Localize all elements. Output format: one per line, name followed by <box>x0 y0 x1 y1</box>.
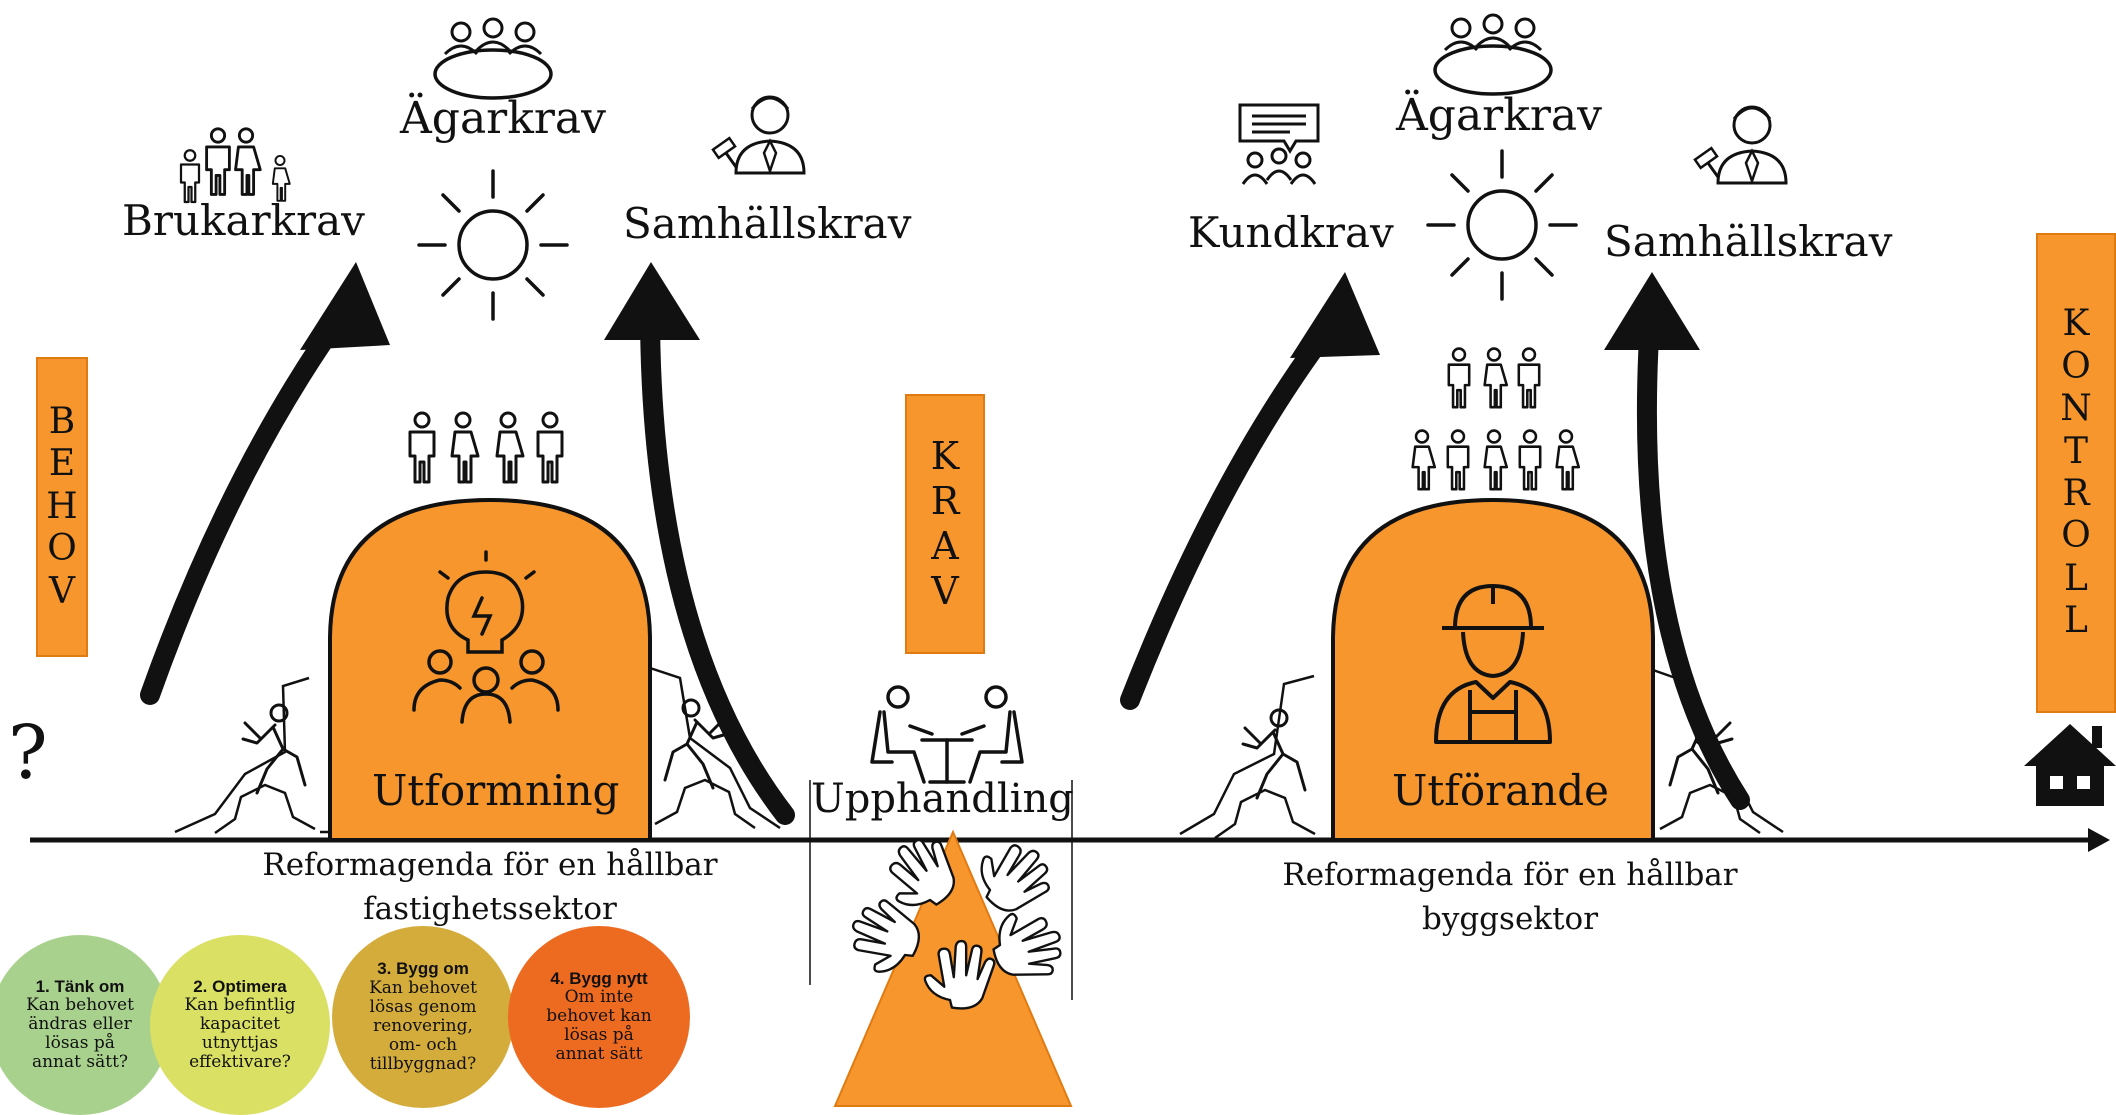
requirement-arrows-right <box>1120 310 1750 810</box>
step-circle-build-new: 4. Bygg nytt Om inte behovet kan lösas p… <box>508 926 690 1108</box>
label-user-requirements: Brukarkrav <box>122 196 365 245</box>
step-description: Kan behovet ändras eller lösas på annat … <box>10 996 150 1072</box>
behov-letter: H <box>46 485 78 527</box>
behov-letter: V <box>49 570 75 612</box>
step-title: 2. Optimera <box>193 976 287 996</box>
step-title: 1. Tänk om <box>35 976 125 996</box>
kontroll-letter: N <box>2060 388 2092 430</box>
label-owner-requirements-left: Ägarkrav <box>400 93 606 144</box>
step-line: ändras eller <box>28 1014 132 1035</box>
kontroll-letter: R <box>2062 473 2090 514</box>
arrowhead-right-1 <box>1290 272 1380 358</box>
phase-label-procurement: Upphandling <box>811 776 1074 822</box>
sun-icon <box>1426 149 1578 301</box>
krav-letter: A <box>931 524 959 568</box>
lightbulb-team-icon <box>412 550 560 724</box>
arrowhead-left-2 <box>604 262 700 340</box>
step-circle-optimize: 2. Optimera Kan befintlig kapacitet utny… <box>150 935 330 1115</box>
requirement-arrows-left <box>140 300 795 825</box>
step-circle-rebuild: 3. Bygg om Kan behovet lösas genom renov… <box>332 926 514 1108</box>
reform-agenda-construction: Reformagenda för en hållbar byggsektor <box>1240 853 1780 941</box>
kontroll-letter: T <box>2063 430 2088 472</box>
rock-outlines <box>174 666 1784 836</box>
label-society-requirements-left: Samhällskrav <box>623 199 912 248</box>
arrowhead-right-2 <box>1604 272 1700 350</box>
step-line: annat sätt? <box>31 1052 129 1073</box>
step-description: Kan behovet lösas genom renovering, om- … <box>353 977 493 1074</box>
step-line: kapacitet <box>199 1014 281 1035</box>
step-line: Kan befintlig <box>184 995 296 1016</box>
krav-box: K R A V <box>905 394 985 654</box>
krav-letter: K <box>930 434 960 479</box>
step-line: Kan behovet <box>26 995 134 1016</box>
behov-letter: B <box>48 400 76 442</box>
people-group-icon <box>1411 347 1581 491</box>
phase-label-execution: Utförande <box>1392 766 1610 815</box>
step-line: lösas på <box>45 1033 115 1054</box>
judge-icon <box>1693 105 1788 185</box>
step-line: om- och <box>388 1034 458 1055</box>
reform-agenda-property-line2: fastighetssektor <box>363 891 617 928</box>
arrowhead-left-1 <box>300 262 390 350</box>
step-line: annat sätt <box>555 1044 643 1065</box>
judge-icon <box>711 95 806 175</box>
phase-label-design: Utformning <box>372 766 620 815</box>
kontroll-letter: O <box>2061 345 2091 387</box>
reform-agenda-property-line1: Reformagenda för en hållbar <box>262 847 718 883</box>
step-circle-rethink: 1. Tänk om Kan behovet ändras eller lösa… <box>0 935 170 1115</box>
handshake-table-icon <box>870 685 1024 784</box>
step-line: behovet kan <box>546 1006 652 1027</box>
krav-letter: V <box>931 568 959 613</box>
kontroll-letter: O <box>2061 515 2091 557</box>
house-icon <box>2024 724 2116 806</box>
execution-dome <box>1331 497 1655 842</box>
behov-box: B E H O V <box>36 357 88 657</box>
step-line: effektivare? <box>189 1052 291 1073</box>
step-line: Om inte <box>564 987 634 1008</box>
label-society-requirements-right: Samhällskrav <box>1604 217 1893 266</box>
behov-letter: O <box>47 528 77 570</box>
reform-agenda-construction-line2: byggsektor <box>1421 901 1599 938</box>
meeting-table-icon <box>433 17 553 100</box>
step-line: Kan behovet <box>369 977 477 998</box>
family-icon <box>179 127 291 204</box>
reform-agenda-construction-line1: Reformagenda för en hållbar <box>1282 857 1738 893</box>
question-mark: ? <box>8 710 48 796</box>
reform-agenda-property: Reformagenda för en hållbar fastighetsse… <box>230 843 750 931</box>
people-group-icon <box>408 411 564 484</box>
label-owner-requirements-right: Ägarkrav <box>1396 90 1602 141</box>
step-line: renovering, <box>373 1015 473 1036</box>
krav-letter: R <box>930 479 960 524</box>
speech-bubble-audience-icon <box>1238 103 1320 185</box>
step-description: Kan befintlig kapacitet utnyttjas effekt… <box>168 996 311 1072</box>
kontroll-letter: L <box>2064 557 2088 599</box>
label-customer-requirements: Kundkrav <box>1188 208 1394 257</box>
worker-helmet-icon <box>1434 584 1552 744</box>
step-title: 4. Bygg nytt <box>550 968 648 988</box>
step-line: lösas genom <box>369 996 477 1017</box>
step-line: tillbyggnad? <box>369 1053 477 1074</box>
kontroll-letter: K <box>2062 303 2090 345</box>
step-line: lösas på <box>564 1025 634 1046</box>
kontroll-box: K O N T R O L L <box>2036 233 2116 713</box>
sun-icon <box>417 169 569 321</box>
step-line: utnyttjas <box>201 1033 279 1054</box>
meeting-table-icon <box>1433 13 1553 96</box>
kontroll-letter: L <box>2064 600 2088 642</box>
step-title: 3. Bygg om <box>377 959 469 979</box>
step-description: Om inte behovet kan lösas på annat sätt <box>530 988 667 1064</box>
behov-letter: E <box>48 443 76 485</box>
